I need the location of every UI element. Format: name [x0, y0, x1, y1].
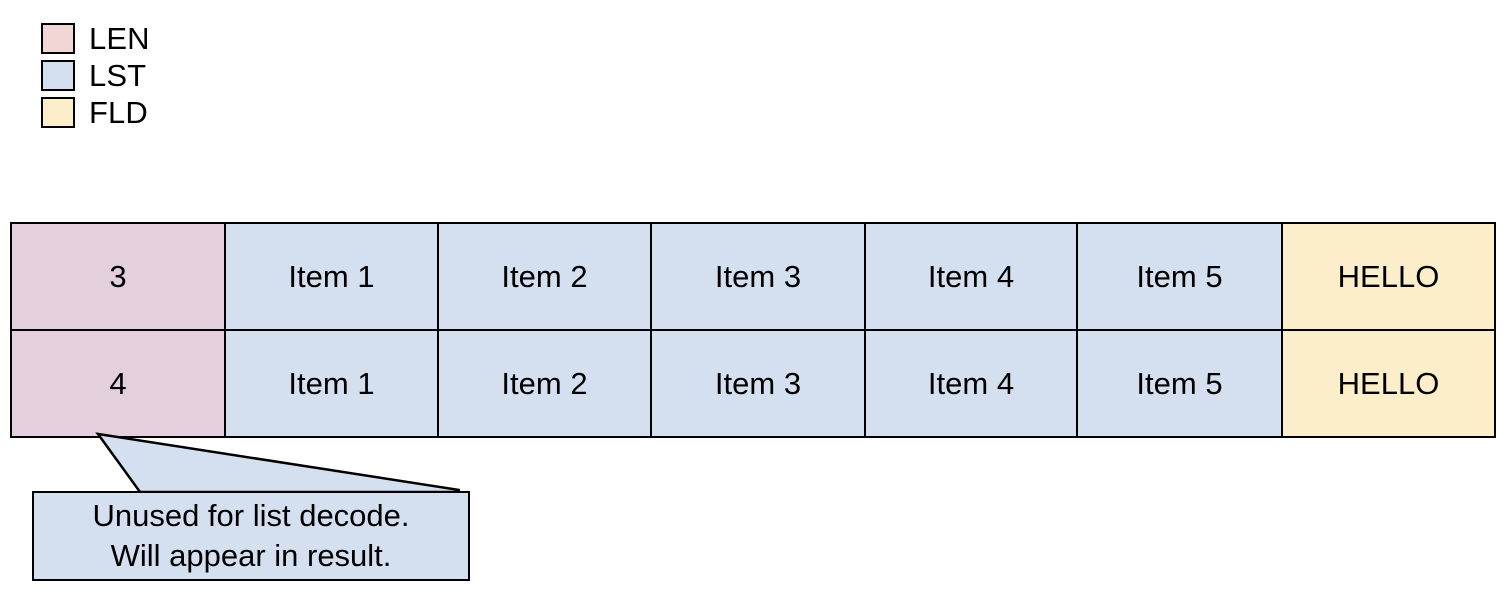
- cell-item: Item 1: [224, 329, 439, 438]
- legend-item-fld: FLD: [41, 94, 341, 131]
- cell-item: Item 1: [224, 222, 439, 331]
- cell-item: Item 4: [864, 329, 1078, 438]
- callout-tail-shape: [95, 432, 460, 494]
- table-row: 3 Item 1 Item 2 Item 3 Item 4 Item 5 HEL…: [10, 222, 1496, 331]
- legend-item-len: LEN: [41, 20, 341, 57]
- cell-item: Item 3: [650, 329, 866, 438]
- cell-fld: HELLO: [1281, 222, 1496, 331]
- callout-line-2: Will appear in result.: [110, 538, 392, 573]
- cell-fld: HELLO: [1281, 329, 1496, 438]
- cell-item: Item 5: [1076, 222, 1283, 331]
- legend-item-label: LST: [89, 58, 147, 93]
- color-swatch-icon: [41, 23, 75, 54]
- legend-item-label: FLD: [89, 95, 148, 130]
- cell-item: Item 2: [437, 329, 652, 438]
- color-swatch-icon: [41, 97, 75, 128]
- callout-box: Unused for list decode. Will appear in r…: [32, 491, 470, 581]
- legend: LEN LST FLD: [41, 20, 341, 131]
- cell-len: 3: [10, 222, 226, 331]
- cell-item: Item 2: [437, 222, 652, 331]
- table-row: 4 Item 1 Item 2 Item 3 Item 4 Item 5 HEL…: [10, 329, 1496, 438]
- cell-len: 4: [10, 329, 226, 438]
- cell-item: Item 3: [650, 222, 866, 331]
- callout-line-1: Unused for list decode.: [92, 498, 410, 533]
- color-swatch-icon: [41, 60, 75, 91]
- byte-layout-table: 3 Item 1 Item 2 Item 3 Item 4 Item 5 HEL…: [10, 222, 1496, 438]
- cell-item: Item 5: [1076, 329, 1283, 438]
- cell-item: Item 4: [864, 222, 1078, 331]
- legend-item-label: LEN: [89, 21, 150, 56]
- legend-item-lst: LST: [41, 57, 341, 94]
